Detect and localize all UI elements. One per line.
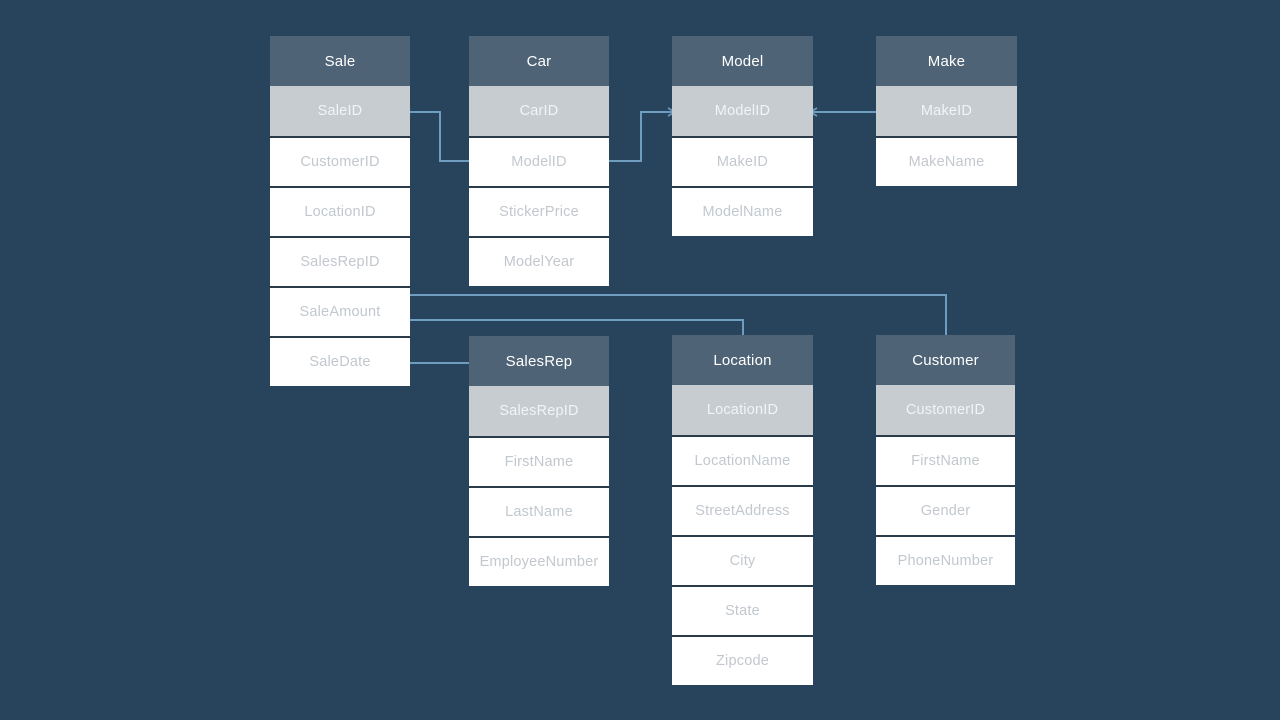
entity-customer-attr-gender[interactable]: Gender [876, 485, 1015, 535]
entity-car-title: Car [469, 36, 609, 86]
entity-salesrep-attr-firstname[interactable]: FirstName [469, 436, 609, 486]
connector-car-model [607, 111, 674, 162]
entity-sale-attr-locationid[interactable]: LocationID [270, 186, 410, 236]
entity-salesrep-pk-salesrepid[interactable]: SalesRepID [469, 386, 609, 436]
entity-location-title: Location [672, 335, 813, 385]
entity-car-pk-carid[interactable]: CarID [469, 86, 609, 136]
entity-location-attr-locationname[interactable]: LocationName [672, 435, 813, 485]
entity-location-attr-zipcode[interactable]: Zipcode [672, 635, 813, 685]
entity-model-attr-makeid[interactable]: MakeID [672, 136, 813, 186]
entity-sale-attr-saledate[interactable]: SaleDate [270, 336, 410, 386]
entity-sale-pk-saleid[interactable]: SaleID [270, 86, 410, 136]
entity-salesrep-attr-lastname[interactable]: LastName [469, 486, 609, 536]
entity-salesrep-title: SalesRep [469, 336, 609, 386]
entity-model-pk-modelid[interactable]: ModelID [672, 86, 813, 136]
entity-car-attr-modelid[interactable]: ModelID [469, 136, 609, 186]
entity-make-title: Make [876, 36, 1017, 86]
entity-location-attr-state[interactable]: State [672, 585, 813, 635]
entity-salesrep-attr-employeenumber[interactable]: EmployeeNumber [469, 536, 609, 586]
entity-location-attr-streetaddress[interactable]: StreetAddress [672, 485, 813, 535]
entity-make[interactable]: Make MakeID MakeName [876, 36, 1017, 186]
entity-model[interactable]: Model ModelID MakeID ModelName [672, 36, 813, 236]
entity-model-title: Model [672, 36, 813, 86]
entity-sale[interactable]: Sale SaleID CustomerID LocationID SalesR… [270, 36, 410, 386]
connector-sale-car [404, 111, 471, 162]
entity-car-attr-stickerprice[interactable]: StickerPrice [469, 186, 609, 236]
entity-sale-attr-customerid[interactable]: CustomerID [270, 136, 410, 186]
entity-salesrep[interactable]: SalesRep SalesRepID FirstName LastName E… [469, 336, 609, 586]
entity-make-attr-makename[interactable]: MakeName [876, 136, 1017, 186]
entity-make-pk-makeid[interactable]: MakeID [876, 86, 1017, 136]
entity-model-attr-modelname[interactable]: ModelName [672, 186, 813, 236]
entity-customer-title: Customer [876, 335, 1015, 385]
entity-location-pk-locationid[interactable]: LocationID [672, 385, 813, 435]
entity-car-attr-modelyear[interactable]: ModelYear [469, 236, 609, 286]
entity-customer-pk-customerid[interactable]: CustomerID [876, 385, 1015, 435]
entity-car[interactable]: Car CarID ModelID StickerPrice ModelYear [469, 36, 609, 286]
entity-sale-title: Sale [270, 36, 410, 86]
entity-location[interactable]: Location LocationID LocationName StreetA… [672, 335, 813, 685]
entity-sale-attr-salesrepid[interactable]: SalesRepID [270, 236, 410, 286]
entity-customer[interactable]: Customer CustomerID FirstName Gender Pho… [876, 335, 1015, 585]
entity-customer-attr-phonenumber[interactable]: PhoneNumber [876, 535, 1015, 585]
entity-customer-attr-firstname[interactable]: FirstName [876, 435, 1015, 485]
connector-sale-customer [406, 294, 947, 338]
entity-location-attr-city[interactable]: City [672, 535, 813, 585]
entity-sale-attr-saleamount[interactable]: SaleAmount [270, 286, 410, 336]
